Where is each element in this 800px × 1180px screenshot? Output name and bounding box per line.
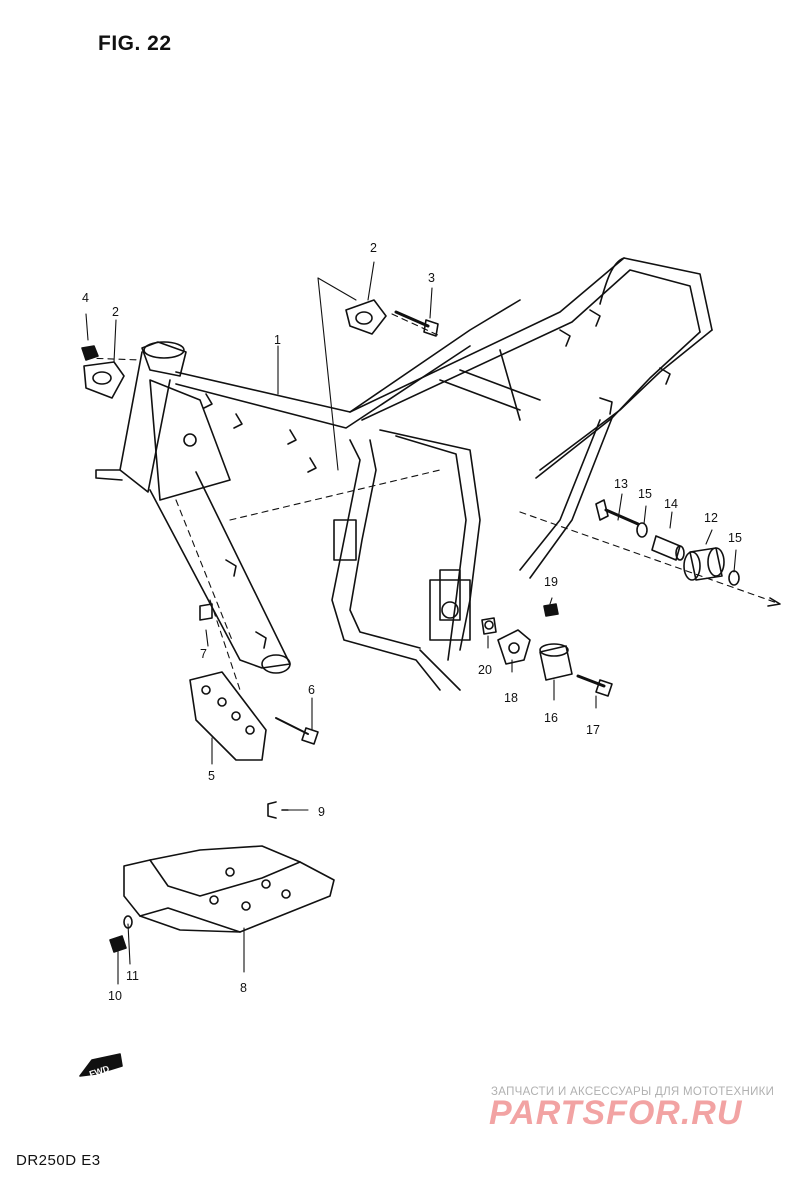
washer-part-15-a bbox=[636, 522, 648, 538]
callout-15-a: 15 bbox=[638, 487, 652, 501]
figure-title: FIG. 22 bbox=[98, 32, 172, 55]
callout-3: 3 bbox=[428, 271, 435, 285]
bolt-part-17 bbox=[576, 674, 613, 697]
callout-9: 9 bbox=[318, 805, 325, 819]
assembly-centerlines bbox=[85, 313, 781, 691]
nut-part-20 bbox=[481, 617, 497, 635]
bolt-part-13 bbox=[595, 499, 640, 526]
gusset-plate-part-2-upper bbox=[345, 299, 387, 335]
mount-bushing-part-12 bbox=[683, 547, 725, 581]
fwd-arrow-icon: FWD bbox=[79, 1053, 123, 1079]
bracket-part-18 bbox=[497, 629, 531, 665]
callout-19: 19 bbox=[544, 575, 558, 589]
callout-8: 8 bbox=[240, 981, 247, 995]
callout-16: 16 bbox=[544, 711, 558, 725]
callout-12: 12 bbox=[704, 511, 718, 525]
gusset-plate-part-2-left bbox=[83, 361, 125, 399]
watermark-logo: PARTSFOR.RU bbox=[489, 1094, 743, 1132]
callout-20: 20 bbox=[478, 663, 492, 677]
callout-11: 11 bbox=[126, 969, 139, 983]
callout-13: 13 bbox=[614, 477, 628, 491]
callout-1: 1 bbox=[274, 333, 281, 347]
callout-15-b: 15 bbox=[728, 531, 742, 545]
callout-5: 5 bbox=[208, 769, 215, 783]
leader-lines bbox=[85, 261, 737, 985]
washer-part-15-b bbox=[728, 570, 740, 586]
frame-guard-part-5 bbox=[189, 671, 267, 761]
washer-part-11 bbox=[123, 915, 133, 929]
bolt-part-3 bbox=[394, 310, 439, 337]
callout-6: 6 bbox=[308, 683, 315, 697]
callout-labels: 1 2 2 3 4 5 6 7 8 9 10 11 12 13 14 15 15… bbox=[82, 241, 742, 1003]
bolt-part-10 bbox=[109, 935, 127, 953]
skid-plate-part-8 bbox=[123, 845, 335, 933]
spacer-part-16 bbox=[539, 643, 573, 681]
axis-arrow bbox=[767, 597, 781, 607]
bolt-part-7 bbox=[199, 603, 213, 621]
callout-14: 14 bbox=[664, 497, 678, 511]
callout-2-left: 2 bbox=[112, 305, 119, 319]
clip-part-9 bbox=[267, 801, 289, 819]
watermark-caption: ЗАПЧАСТИ И АКСЕССУАРЫ ДЛЯ МОТОТЕХНИКИ bbox=[491, 1086, 775, 1098]
callout-10: 10 bbox=[108, 989, 122, 1003]
model-code: DR250D E3 bbox=[16, 1152, 101, 1169]
callout-7: 7 bbox=[200, 647, 207, 661]
callout-17: 17 bbox=[586, 723, 600, 737]
collar-part-14 bbox=[651, 535, 685, 561]
bolt-part-19 bbox=[543, 603, 559, 617]
callout-2-upper: 2 bbox=[370, 241, 377, 255]
callout-4: 4 bbox=[82, 291, 89, 305]
screw-part-6 bbox=[275, 717, 319, 745]
callout-18: 18 bbox=[504, 691, 518, 705]
nut-part-4 bbox=[81, 345, 99, 361]
frame-part-1 bbox=[95, 257, 713, 691]
